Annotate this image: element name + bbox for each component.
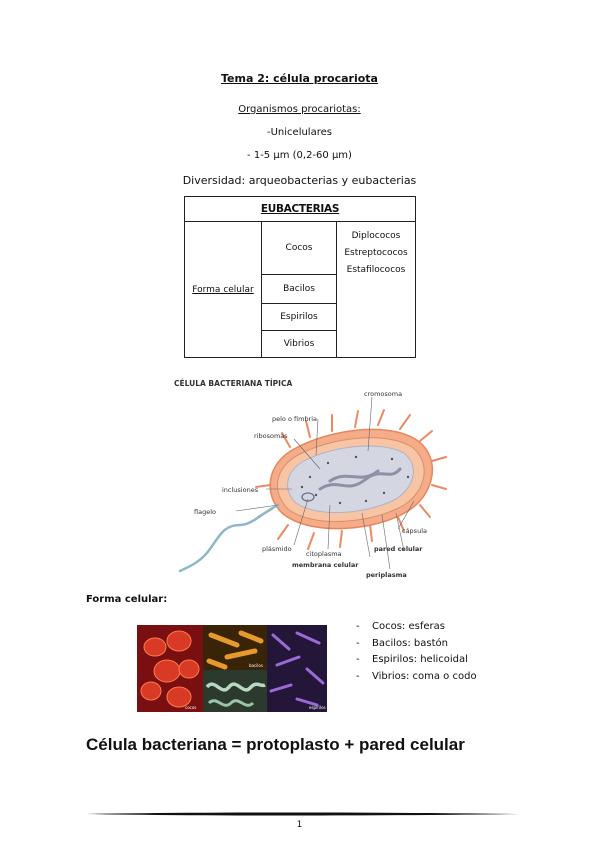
label-capsula: cápsula: [402, 527, 427, 535]
forma-heading: Forma celular:: [86, 594, 168, 605]
photo-label-espirilos: espirilos: [309, 705, 326, 710]
table-cell-bacilos: Bacilos: [261, 274, 337, 304]
photo-label-bacilos: bacilos: [249, 663, 263, 668]
label-membrana: membrana celular: [292, 561, 359, 569]
leader-lines: [235, 396, 415, 570]
diagram-title: CÉLULA BACTERIANA TÍPICA: [174, 379, 293, 388]
table-cell-vibrios: Vibrios: [261, 330, 337, 358]
table-cell-espirilos: Espirilos: [261, 303, 337, 331]
plasmid: [301, 492, 315, 502]
label-pelo: pelo o fimbria: [272, 415, 318, 423]
bacteria-shapes-photo: cocos bacilos espirilos: [137, 625, 327, 712]
bacterial-cell-diagram: [178, 396, 447, 573]
label-ribosomas: ribosomas: [254, 432, 288, 440]
label-cromosoma: cromosoma: [364, 390, 403, 398]
size-text: - 1-5 µm (0,2-60 µm): [247, 150, 352, 161]
chromosome: [318, 467, 402, 491]
diversity-text: Diversidad: arqueobacterias y eubacteria…: [182, 174, 417, 187]
list-item: -Bacilos: bastón: [356, 637, 448, 649]
cocci-type: Estreptococos: [344, 248, 408, 258]
shape-list: -Cocos: esferas -Bacilos: bastón -Espiri…: [356, 621, 477, 687]
page-number: 1: [296, 820, 303, 830]
label-inclusiones: inclusiones: [222, 486, 259, 494]
cocci-type: Estafilococos: [346, 265, 406, 275]
eubacteria-table: EUBACTERIAS Forma celular Cocos Diplococ…: [184, 196, 416, 358]
pili: [255, 409, 447, 550]
cocci-types-cell: Diplococos Estreptococos Estafilococos: [336, 221, 416, 358]
formula-heading: Célula bacteriana = protoplasto + pared …: [86, 735, 465, 754]
label-periplasma: periplasma: [366, 571, 407, 579]
label-citoplasma: citoplasma: [306, 550, 342, 558]
table-cell-cocos: Cocos: [261, 221, 337, 275]
list-item: -Espirilos: helicoidal: [356, 654, 468, 665]
cocci-type: Diplococos: [351, 231, 401, 241]
label-pared: pared celular: [374, 545, 423, 553]
list-item: -Cocos: esferas: [356, 621, 445, 632]
label-plasmido: plásmido: [262, 545, 292, 553]
table-header: EUBACTERIAS: [184, 196, 416, 222]
unicellular-text: -Unicelulares: [267, 127, 332, 138]
list-item: -Vibrios: coma o codo: [356, 670, 477, 682]
footer-rule: [86, 812, 520, 816]
cytoplasm: [287, 445, 414, 513]
organisms-heading: Organismos procariotas:: [238, 104, 361, 115]
flagellum: [178, 503, 280, 573]
ribosomes: [300, 455, 410, 505]
photo-label-cocos: cocos: [185, 705, 196, 710]
page-title: Tema 2: célula procariota: [221, 72, 378, 85]
label-flagelo: flagelo: [194, 508, 216, 516]
table-row-label: Forma celular: [184, 221, 262, 358]
